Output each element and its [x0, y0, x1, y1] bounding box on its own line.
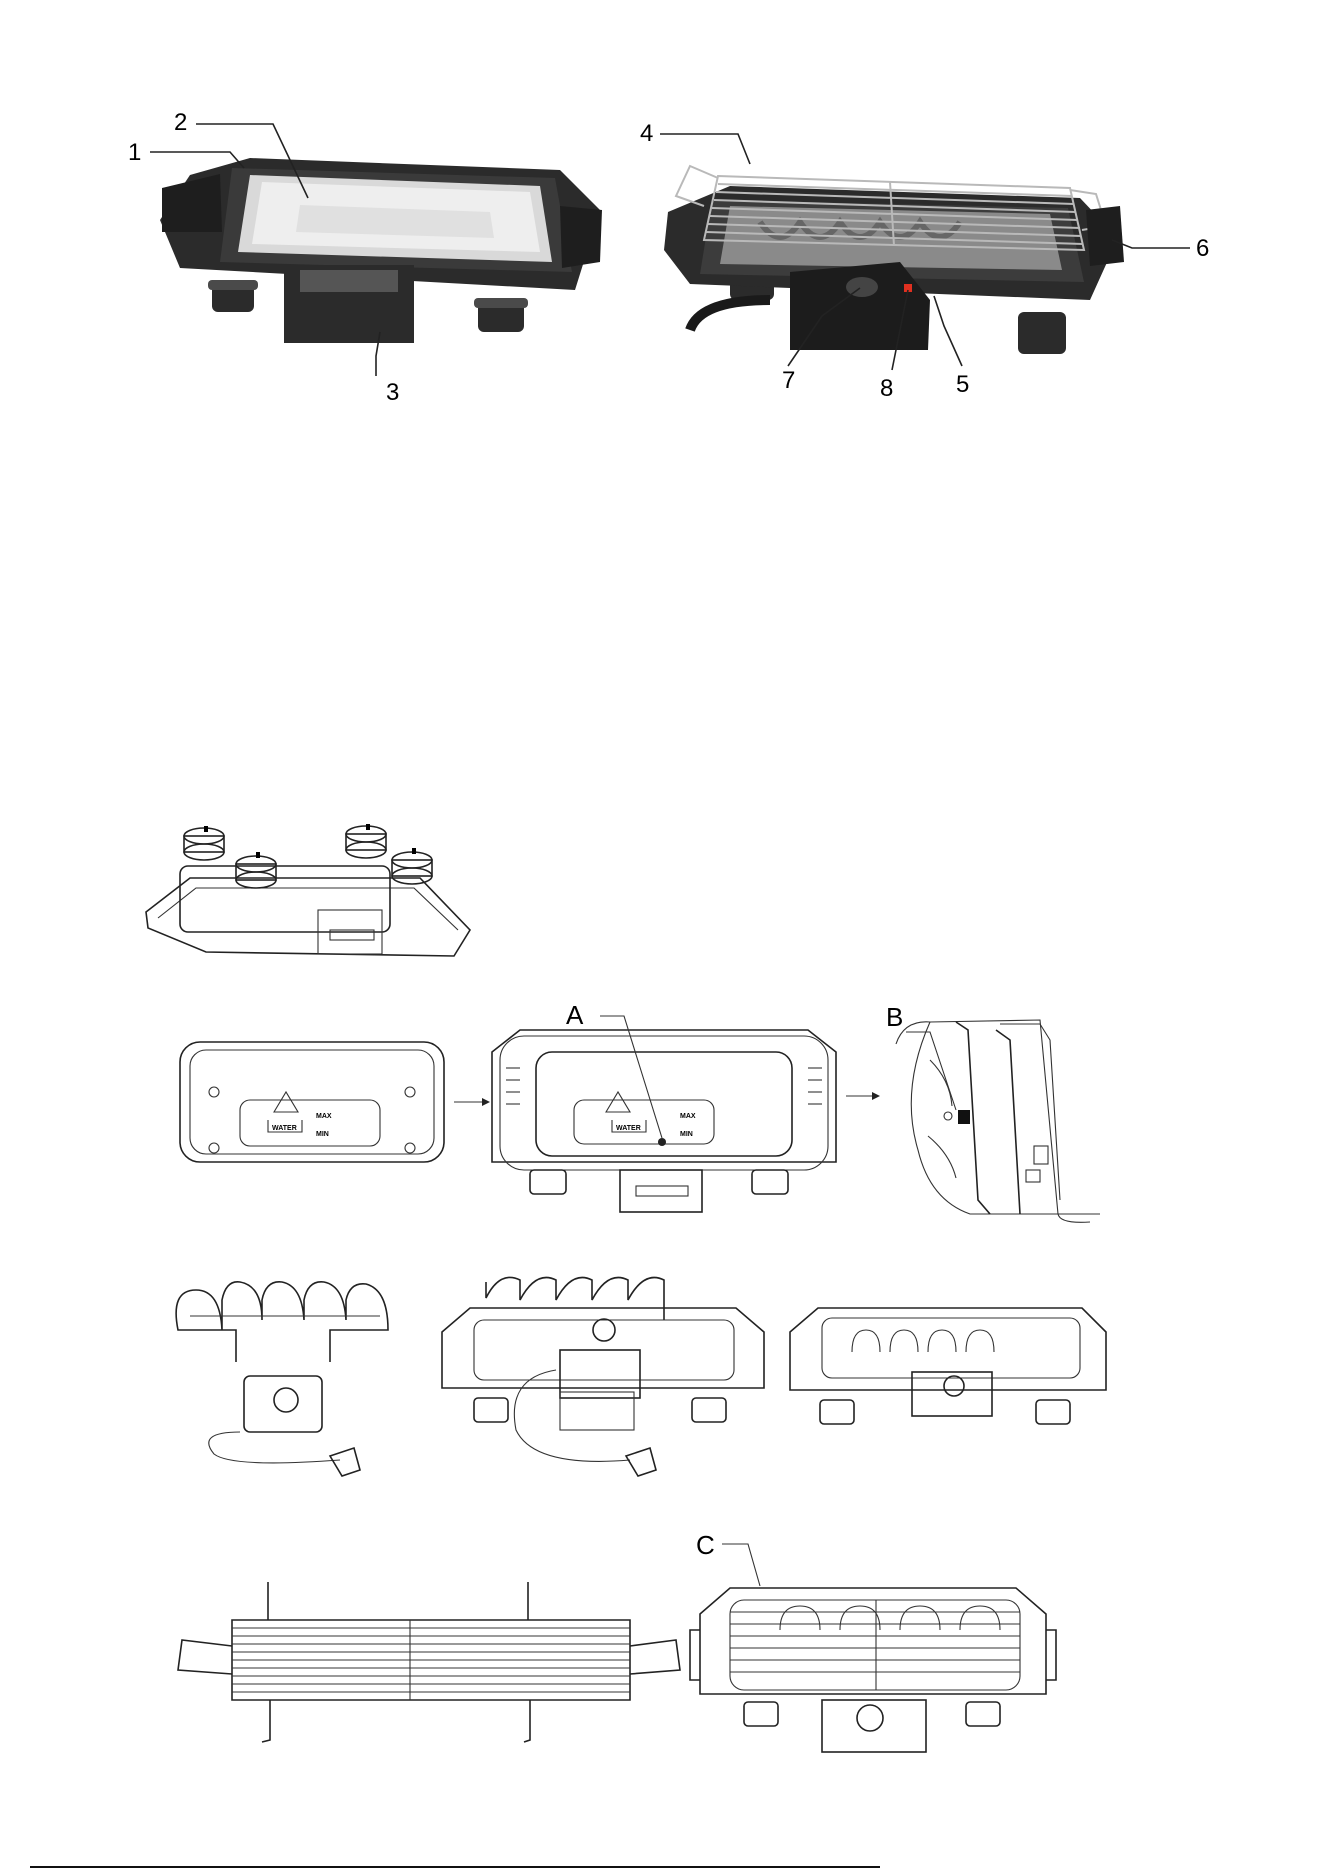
heating-element-drawing: [176, 1282, 388, 1476]
frame-tray-min-label: MIN: [680, 1131, 693, 1138]
frame-element-installed-drawing: [790, 1308, 1106, 1424]
assembled-grill-drawing: [690, 1588, 1056, 1752]
frame-tray-water-label: WATER: [616, 1125, 641, 1132]
leader-c: [722, 1544, 760, 1586]
tray-max-label: MAX: [316, 1113, 332, 1120]
callout-2: 2: [174, 109, 187, 136]
frame-with-tray-drawing: WATER MAX MIN: [492, 1030, 836, 1212]
grill-rack-drawing: [178, 1582, 680, 1742]
label-b: B: [886, 1002, 903, 1032]
grill-assembled-photo: [664, 166, 1124, 354]
drip-tray-drawing: WATER MAX MIN: [180, 1042, 444, 1162]
callout-7: 7: [782, 367, 795, 394]
callout-1: 1: [128, 139, 141, 166]
arrow-2: [846, 1092, 880, 1100]
label-c: C: [696, 1530, 715, 1560]
detail-b-drawing: [896, 1020, 1100, 1222]
label-a: A: [566, 1000, 584, 1030]
arrow-1: [454, 1098, 490, 1106]
frame-tray-max-label: MAX: [680, 1113, 696, 1120]
footer-rule: [30, 1866, 880, 1868]
callout-8: 8: [880, 375, 893, 402]
callout-6: 6: [1196, 235, 1209, 262]
tray-water-label: WATER: [272, 1125, 297, 1132]
leader-b: [906, 1032, 956, 1110]
frame-heating-element-drawing: [442, 1277, 764, 1476]
tray-min-label: MIN: [316, 1131, 329, 1138]
leader-a: [600, 1016, 662, 1138]
callout-3: 3: [386, 379, 399, 406]
grill-base-photo: [160, 158, 602, 343]
callout-5: 5: [956, 371, 969, 398]
callout-4: 4: [640, 120, 653, 147]
feet-assembly-drawing: [146, 824, 470, 956]
